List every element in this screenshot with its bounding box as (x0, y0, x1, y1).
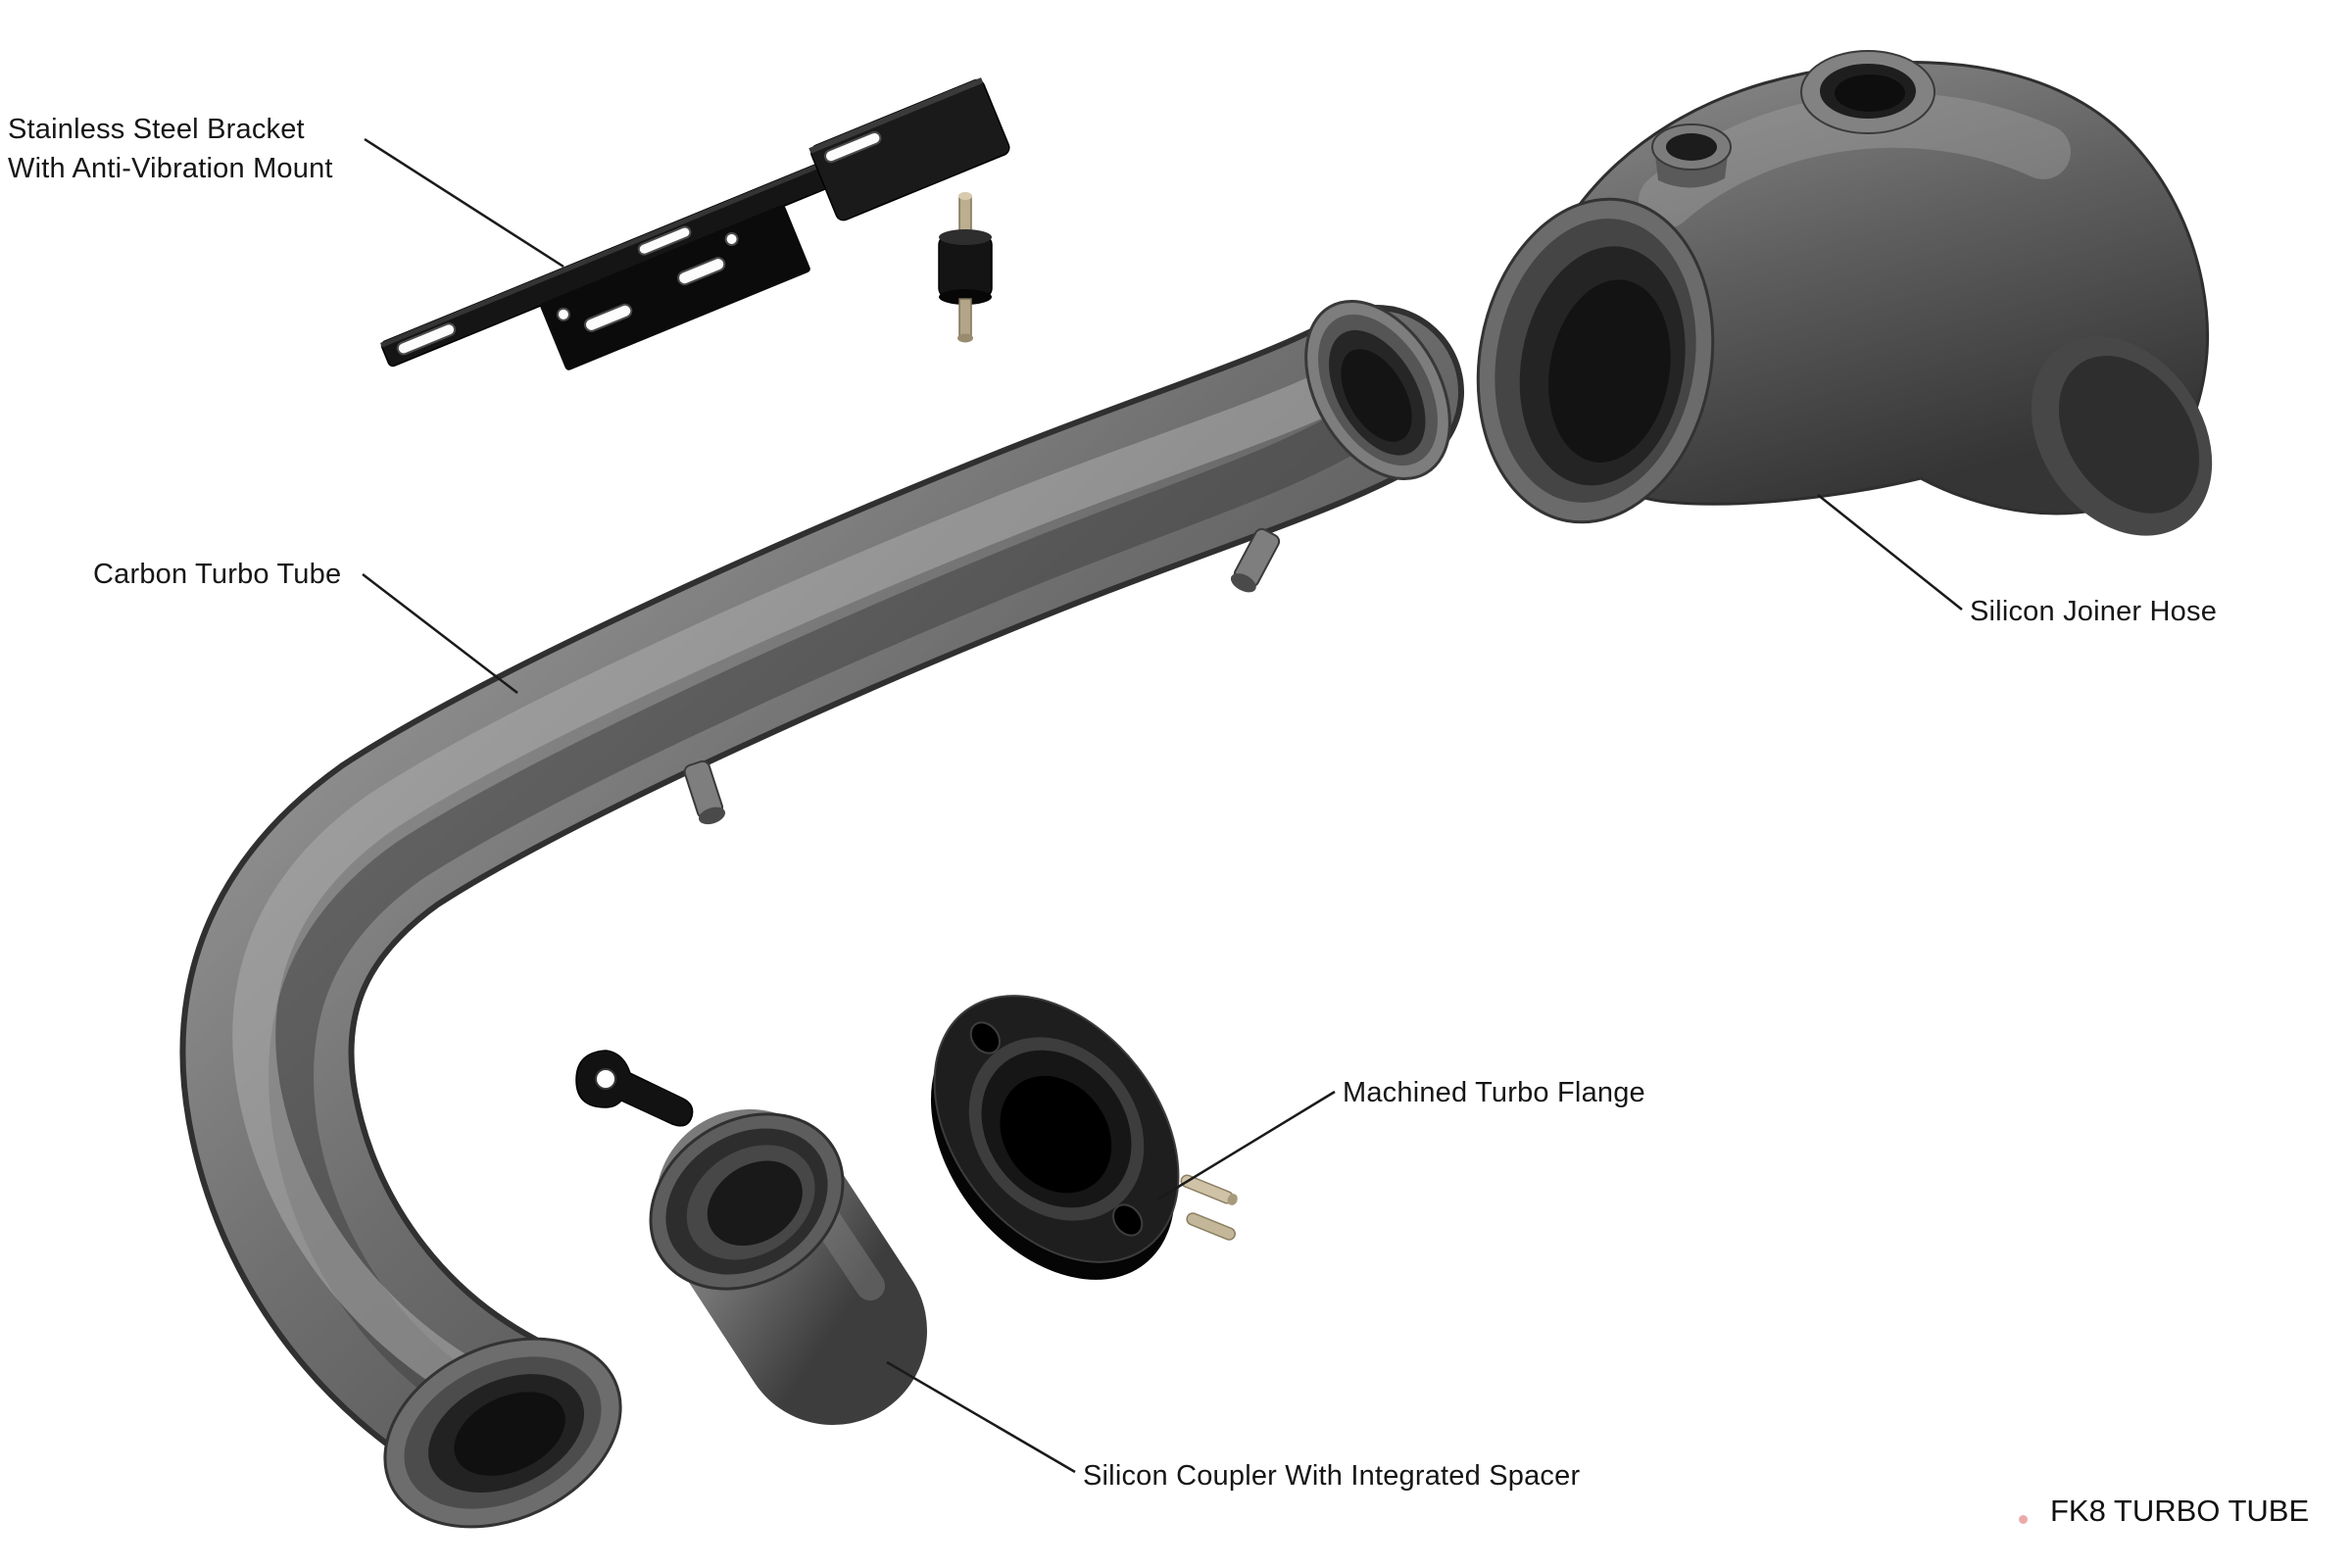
carbon-tube-leader-line (362, 573, 518, 694)
hose-port-small (1651, 123, 1732, 188)
bracket-slot-mid (637, 225, 692, 256)
bracket-face-slot-2 (677, 257, 726, 286)
flange-stud-1 (1180, 1174, 1238, 1205)
hose-port-large (1800, 50, 1936, 134)
hose-far-end (2031, 336, 2213, 536)
clip-hole (595, 1068, 616, 1090)
bracket-label: Stainless Steel Bracket With Anti-Vibrat… (8, 110, 333, 188)
tube-nipple-lower (683, 760, 726, 825)
tube-highlight (232, 355, 1380, 1405)
hose-opening (1476, 197, 1715, 524)
bracket-label-line1: Stainless Steel Bracket (8, 114, 305, 145)
silicon-coupler-part (649, 1109, 927, 1425)
coupler-opening (649, 1112, 845, 1291)
coupler-leader-line (886, 1360, 1076, 1474)
flange-bolt-hole-1 (969, 1021, 1001, 1054)
bracket-slot-right (823, 130, 882, 164)
bracket-label-line2: With Anti-Vibration Mount (8, 153, 333, 185)
joiner-hose-leader-line (1817, 494, 1963, 611)
bracket-leader-line (364, 137, 564, 269)
carbon-turbo-tube-part (179, 299, 1464, 1529)
tube-nipple-upper (1230, 527, 1281, 593)
carbon-tube-label: Carbon Turbo Tube (93, 559, 342, 590)
bracket-hole-2 (724, 232, 739, 247)
anti-vibration-mount-part (938, 192, 993, 343)
silicon-joiner-hose-part (1476, 50, 2213, 536)
bracket-slot-left (396, 322, 457, 356)
coupler-label: Silicon Coupler With Integrated Spacer (1083, 1460, 1581, 1492)
tube-end-opening (1304, 299, 1451, 481)
bracket-part (380, 77, 1010, 370)
bracket-hole-1 (556, 307, 570, 321)
tube-bell-mouth (383, 1337, 622, 1529)
joiner-hose-label: Silicon Joiner Hose (1970, 596, 2218, 627)
turbo-flange-leader-line (1156, 1090, 1336, 1201)
diagram-title: FK8 TURBO TUBE (2050, 1494, 2310, 1528)
clip-part (575, 1050, 694, 1127)
flange-bolt-hole-2 (1112, 1203, 1144, 1237)
turbo-flange-label: Machined Turbo Flange (1343, 1077, 1645, 1108)
flange-stud-2 (1186, 1212, 1237, 1241)
bracket-face-slot-1 (584, 303, 633, 332)
turbo-flange-part (930, 995, 1238, 1280)
artifact-dot (2019, 1515, 2028, 1524)
